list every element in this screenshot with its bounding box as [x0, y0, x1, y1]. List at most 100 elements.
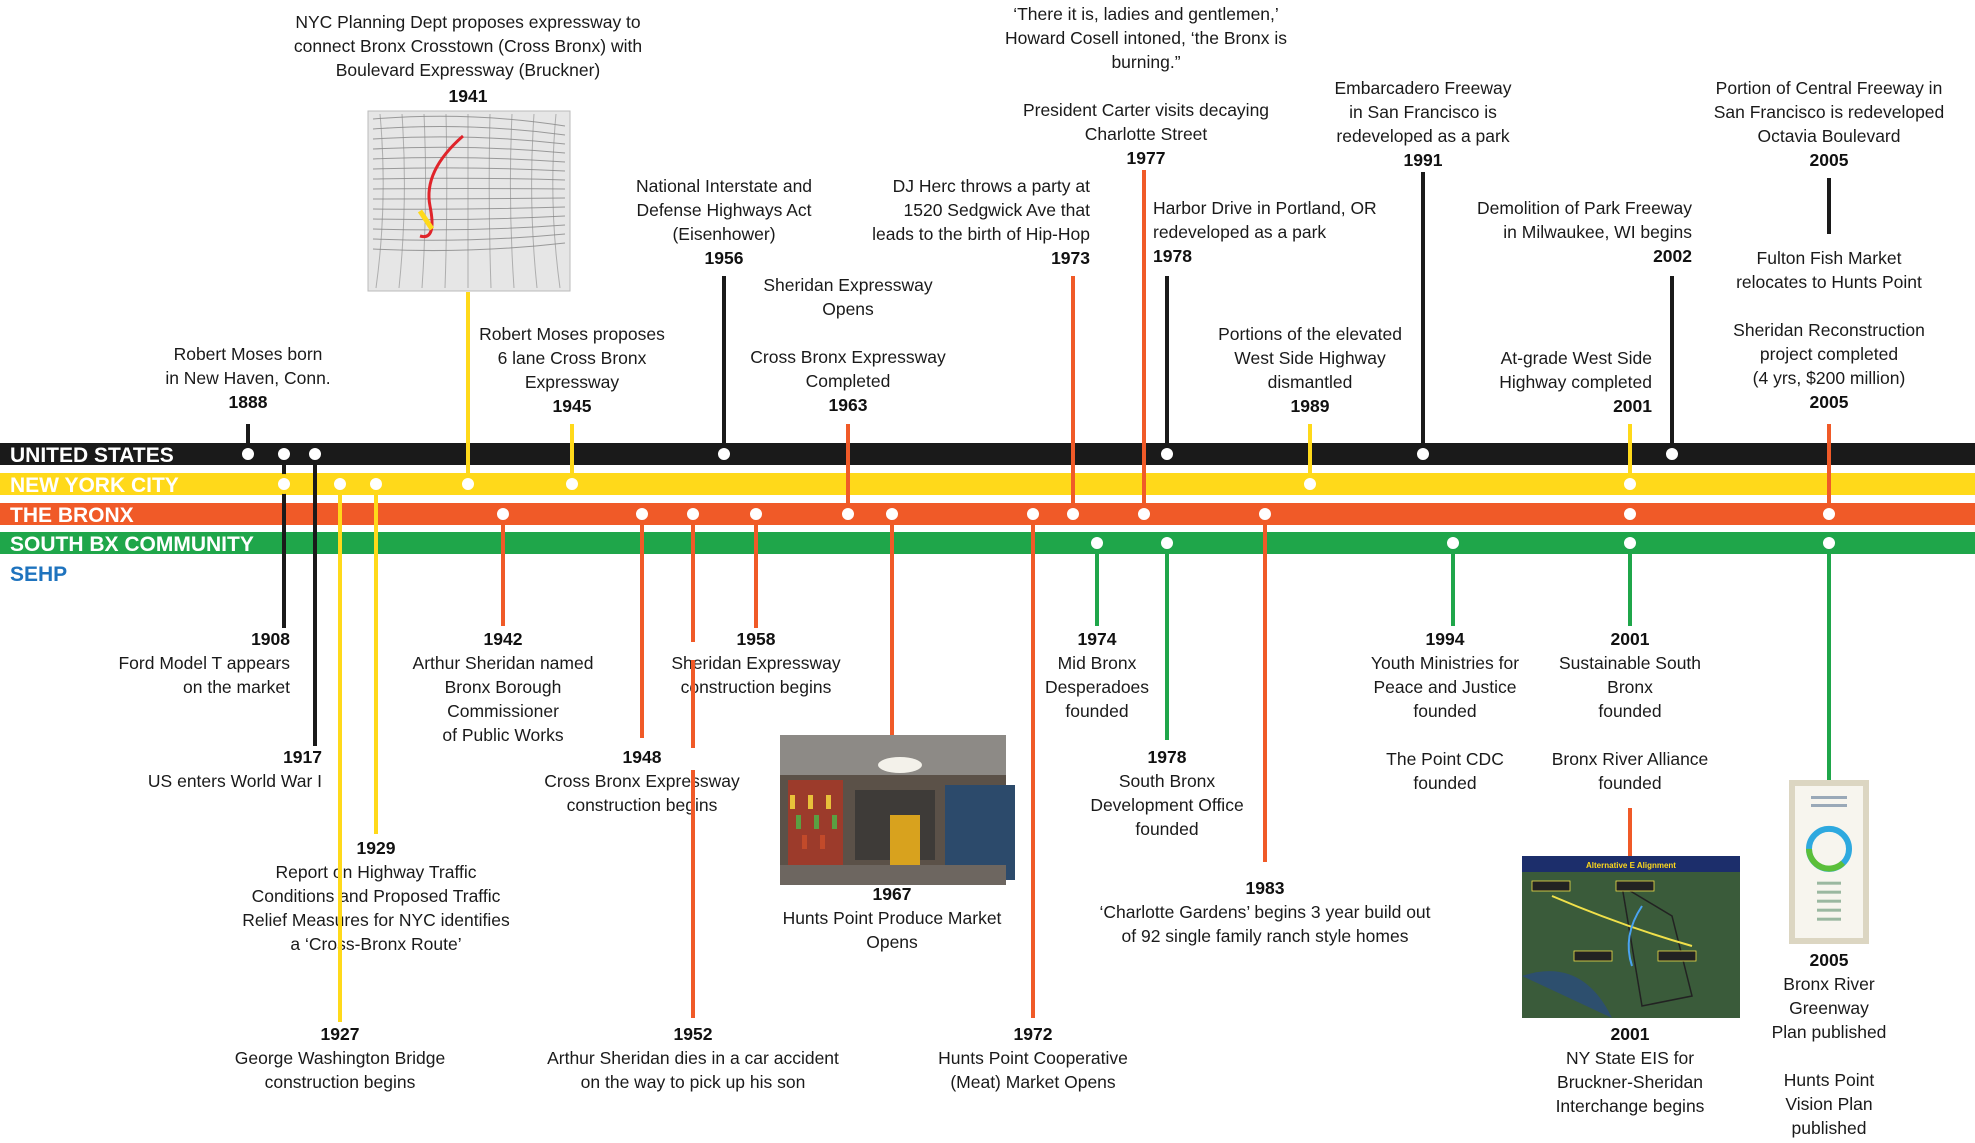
event-description: of 92 single family ranch style homes: [1122, 926, 1409, 946]
event-marker[interactable]: [1662, 444, 1682, 464]
event-description: Howard Cosell intoned, ‘the Bronx is: [1005, 28, 1287, 48]
event-year: 1945: [553, 396, 592, 416]
event-description: redeveloped as a park: [1153, 222, 1326, 242]
event-description: ‘There it is, ladies and gentlemen,’: [1013, 4, 1279, 24]
event-year: 1989: [1291, 396, 1330, 416]
event-description: Embarcadero Freeway: [1334, 78, 1511, 98]
event-year: 2001: [1611, 629, 1650, 649]
event-marker[interactable]: [838, 504, 858, 524]
band-label-bx: THE BRONX: [10, 504, 134, 527]
event-description: Defense Highways Act: [636, 200, 811, 220]
event-marker[interactable]: [746, 504, 766, 524]
event-description: construction begins: [265, 1072, 416, 1092]
event-marker[interactable]: [274, 444, 294, 464]
event-description: George Washington Bridge: [235, 1048, 445, 1068]
event-marker[interactable]: [1134, 504, 1154, 524]
event-e1978top: Harbor Drive in Portland, OR redeveloped …: [1153, 198, 1377, 464]
event-marker[interactable]: [458, 474, 478, 494]
event-marker[interactable]: [493, 504, 513, 524]
event-marker[interactable]: [562, 474, 582, 494]
event-description: Sheridan Expressway: [763, 275, 932, 295]
event-marker[interactable]: [1087, 533, 1107, 553]
event-year: 1888: [229, 392, 268, 412]
event-description: Cross Bronx Expressway: [750, 347, 946, 367]
event-marker[interactable]: [1300, 474, 1320, 494]
event-description: Report on Highway Traffic: [275, 862, 476, 882]
event-description: NY State EIS for: [1566, 1048, 1694, 1068]
event-description: of Public Works: [442, 725, 563, 745]
event-description: Greenway: [1789, 998, 1869, 1018]
event-description: At-grade West Side: [1501, 348, 1652, 368]
event-marker[interactable]: [1063, 504, 1083, 524]
event-description: Harbor Drive in Portland, OR: [1153, 198, 1377, 218]
event-description: Mid Bronx: [1058, 653, 1137, 673]
event-marker[interactable]: [1413, 444, 1433, 464]
event-description: (Eisenhower): [672, 224, 775, 244]
event-marker[interactable]: [1819, 533, 1839, 553]
event-marker[interactable]: [1255, 504, 1275, 524]
event-marker[interactable]: [1443, 533, 1463, 553]
event-description: Hunts Point Cooperative: [938, 1048, 1128, 1068]
event-year: 1952: [674, 1024, 713, 1044]
event-description: Arthur Sheridan named: [413, 653, 594, 673]
event-description: Opens: [822, 299, 874, 319]
event-description: Octavia Boulevard: [1758, 126, 1901, 146]
band-us: [0, 443, 1975, 465]
event-description: Hunts Point: [1784, 1070, 1875, 1090]
event-image-map-1941: [367, 110, 571, 292]
event-e1983: 1983‘Charlotte Gardens’ begins 3 year bu…: [1099, 504, 1431, 946]
event-marker[interactable]: [1023, 504, 1043, 524]
event-description: relocates to Hunts Point: [1736, 272, 1922, 292]
event-marker[interactable]: [1819, 504, 1839, 524]
event-description: Youth Ministries for: [1371, 653, 1519, 673]
event-marker[interactable]: [1620, 504, 1640, 524]
event-year: 1977: [1127, 148, 1166, 168]
event-marker[interactable]: [305, 444, 325, 464]
event-description: leads to the birth of Hip-Hop: [872, 224, 1090, 244]
event-marker[interactable]: [238, 444, 258, 464]
event-marker[interactable]: [1157, 444, 1177, 464]
event-marker[interactable]: [366, 474, 386, 494]
event-marker[interactable]: [1620, 533, 1640, 553]
event-year: 1963: [829, 395, 868, 415]
event-description: in Milwaukee, WI begins: [1503, 222, 1692, 242]
event-marker[interactable]: [1157, 533, 1177, 553]
event-marker[interactable]: [714, 444, 734, 464]
event-marker[interactable]: [882, 504, 902, 524]
event-year: 1972: [1014, 1024, 1053, 1044]
event-year: 1983: [1246, 878, 1285, 898]
event-description: Boulevard Expressway (Bruckner): [336, 60, 601, 80]
event-marker[interactable]: [330, 474, 350, 494]
band-bx: [0, 503, 1975, 525]
event-description: Expressway: [525, 372, 620, 392]
event-marker[interactable]: [683, 504, 703, 524]
event-year: 2005: [1810, 950, 1849, 970]
event-year: 1956: [705, 248, 744, 268]
event-image-eis-2001: Alternative E Alignment: [1522, 856, 1740, 1018]
event-year: 1958: [737, 629, 776, 649]
event-description: The Point CDC: [1386, 749, 1504, 769]
event-marker[interactable]: [632, 504, 652, 524]
event-marker[interactable]: [1620, 474, 1640, 494]
event-description: Peace and Justice: [1373, 677, 1516, 697]
event-description: Highway completed: [1499, 372, 1652, 392]
event-year: 1967: [873, 884, 912, 904]
timeline-events: NYC Planning Dept proposes expressway to…: [118, 4, 1944, 1138]
event-description: Commissioner: [447, 701, 559, 721]
event-description: Bronx Borough: [445, 677, 562, 697]
event-description: Robert Moses born: [174, 344, 323, 364]
event-marker[interactable]: [274, 474, 294, 494]
event-year: 1991: [1404, 150, 1443, 170]
event-year: 1978: [1148, 747, 1187, 767]
